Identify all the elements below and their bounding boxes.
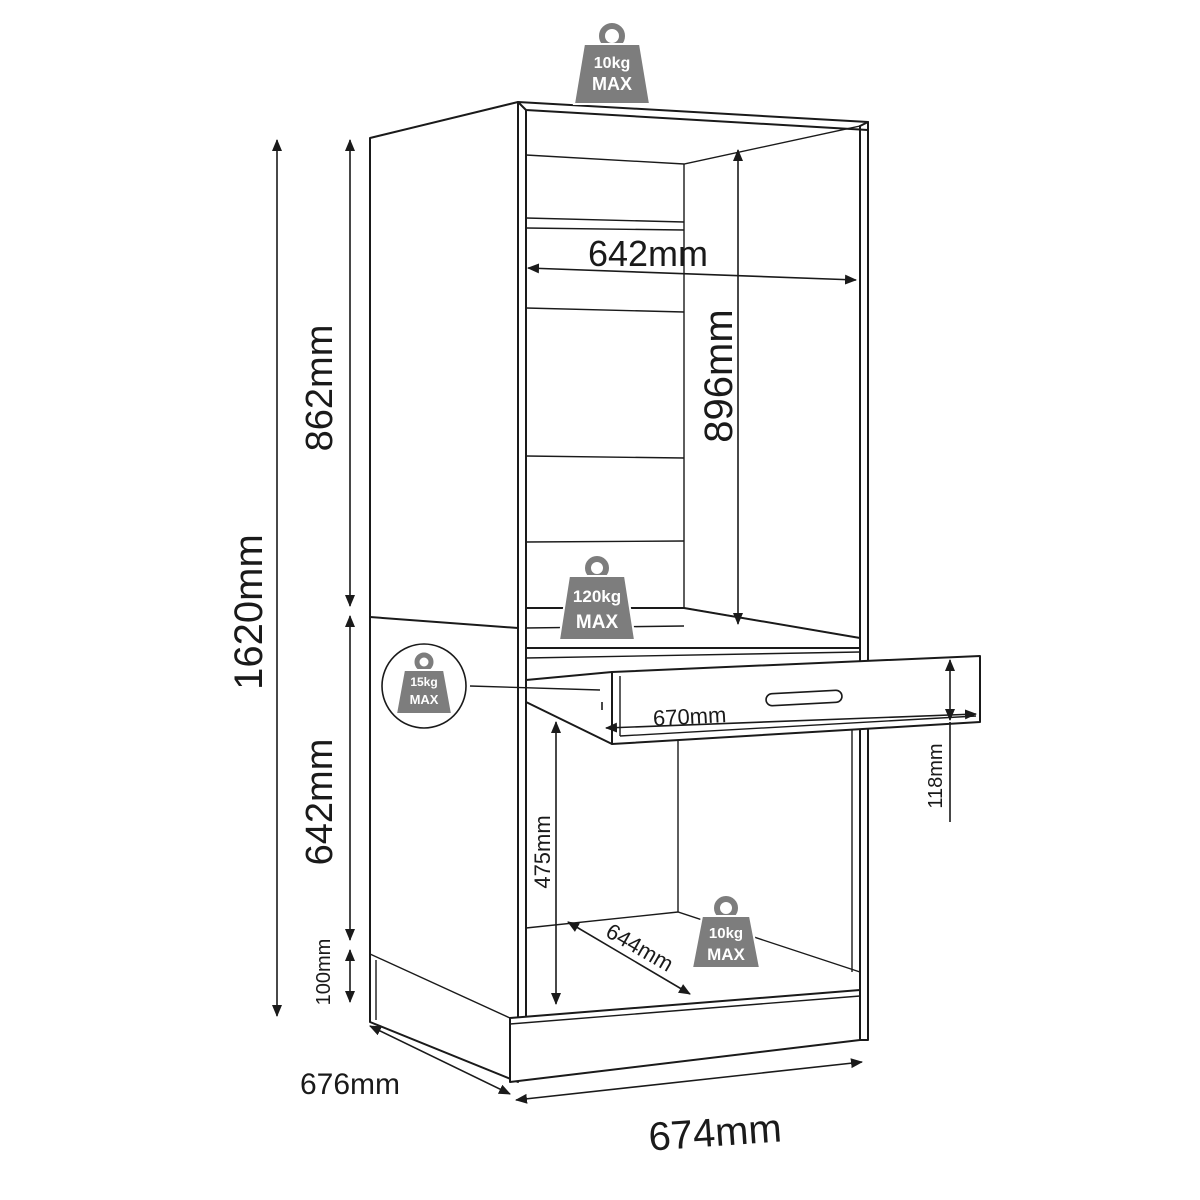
bottom-weight-unit: MAX (707, 945, 745, 964)
drawer[interactable] (525, 655, 981, 745)
shelf-weight-value: 120kg (573, 587, 621, 606)
drawer-width-label: 670mm (652, 702, 727, 731)
drawer-handle[interactable] (765, 689, 843, 707)
lower-inner-height-label: 475mm (530, 815, 555, 888)
top-weight-unit: MAX (592, 74, 632, 94)
dimension-lines (272, 139, 977, 1104)
upper-height-label: 862mm (299, 325, 341, 452)
drawer-weight-unit: MAX (410, 692, 439, 707)
plinth-height-label: 100mm (313, 939, 335, 1006)
drawer-weight-value: 15kg (410, 675, 437, 689)
width-label: 674mm (647, 1106, 783, 1159)
inner-height-label: 896mm (697, 309, 741, 442)
depth-label: 676mm (300, 1068, 400, 1101)
lower-height-label: 642mm (299, 739, 341, 866)
weight-icon: 10kg MAX (572, 23, 652, 105)
right-side-panel (859, 121, 869, 1041)
cabinet-outline (369, 101, 869, 1083)
total-height-label: 1620mm (227, 534, 271, 690)
top-weight-value: 10kg (594, 55, 630, 72)
left-side-panel (369, 101, 519, 1083)
weight-icon: 15kg MAX (394, 652, 454, 715)
inner-width-label: 642mm (588, 233, 708, 274)
drawer-weight-callout: 15kg MAX (381, 643, 467, 729)
drawer-height-label: 118mm (925, 743, 947, 808)
weight-icon: 10kg MAX (690, 896, 762, 969)
top-panel (517, 101, 869, 131)
shelf-weight-unit: MAX (576, 612, 619, 633)
bottom-weight-value: 10kg (709, 925, 743, 942)
lower-inner-depth-label: 644mm (602, 918, 678, 976)
upper-back-panel (525, 125, 861, 165)
weight-icon: 120kg MAX (557, 556, 637, 641)
drawer-side (525, 671, 613, 745)
